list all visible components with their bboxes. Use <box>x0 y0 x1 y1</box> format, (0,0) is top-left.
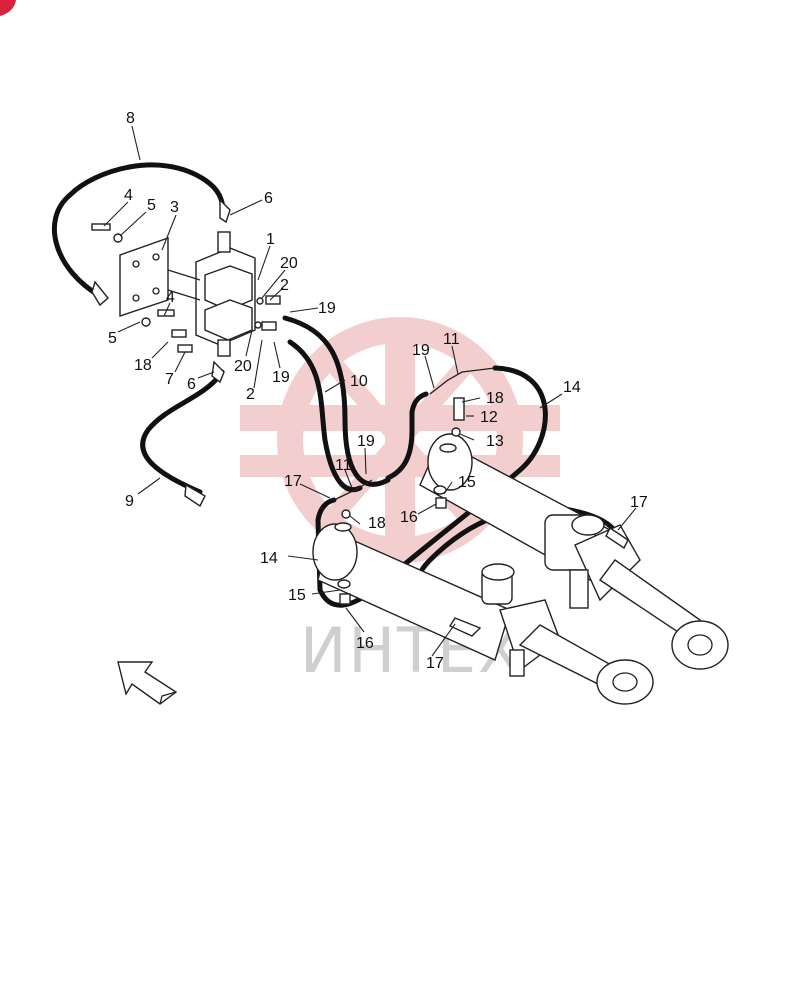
callout-12: 12 <box>480 409 498 426</box>
hose-14-long <box>315 365 548 608</box>
callout-16: 16 <box>400 509 418 526</box>
hose-10-outer <box>282 315 391 487</box>
upper-cylinder <box>419 433 729 670</box>
callout-20: 20 <box>234 358 252 375</box>
callout-16: 16 <box>356 635 374 652</box>
control-valve <box>119 231 256 357</box>
callout-9: 9 <box>125 493 134 510</box>
callout-2: 2 <box>280 277 289 294</box>
callout-19: 19 <box>272 369 290 386</box>
callout-7: 7 <box>165 371 174 388</box>
callout-8: 8 <box>126 110 135 127</box>
cylinder-port-fittings <box>337 397 465 605</box>
leader-lines <box>103 125 637 657</box>
callout-19: 19 <box>357 433 375 450</box>
callout-13: 13 <box>486 433 504 450</box>
callout-18: 18 <box>486 390 504 407</box>
callout-15: 15 <box>458 474 476 491</box>
callout-2: 2 <box>246 386 255 403</box>
lower-cylinder <box>312 522 654 705</box>
hose-8 <box>51 162 227 299</box>
callout-14: 14 <box>563 379 581 396</box>
callout-6: 6 <box>187 376 196 393</box>
callout-15: 15 <box>288 587 306 604</box>
callout-6: 6 <box>264 190 273 207</box>
callout-14: 14 <box>260 550 278 567</box>
callout-3: 3 <box>170 199 179 216</box>
callout-10: 10 <box>350 373 368 390</box>
hose-10-inner <box>287 339 363 493</box>
callout-5: 5 <box>108 330 117 347</box>
hose-9 <box>140 369 225 495</box>
callout-labels: 8 4 5 3 6 1 20 2 19 4 5 18 7 6 20 2 19 1… <box>108 110 648 672</box>
callout-11: 11 <box>335 457 352 474</box>
corner-mark-icon <box>0 0 16 16</box>
callout-4: 4 <box>124 187 133 204</box>
callout-17: 17 <box>284 473 302 490</box>
hose-upper-link <box>385 391 429 481</box>
callout-20: 20 <box>280 255 298 272</box>
front-direction-arrow-icon <box>117 661 178 705</box>
callout-4: 4 <box>166 289 175 306</box>
callout-17: 17 <box>630 494 648 511</box>
callout-1: 1 <box>266 231 275 248</box>
callout-11: 11 <box>443 331 460 348</box>
callout-19: 19 <box>412 342 430 359</box>
callout-17: 17 <box>426 655 444 672</box>
callout-19: 19 <box>318 300 336 317</box>
callout-18: 18 <box>134 357 152 374</box>
callout-5: 5 <box>147 197 156 214</box>
callout-18: 18 <box>368 515 386 532</box>
